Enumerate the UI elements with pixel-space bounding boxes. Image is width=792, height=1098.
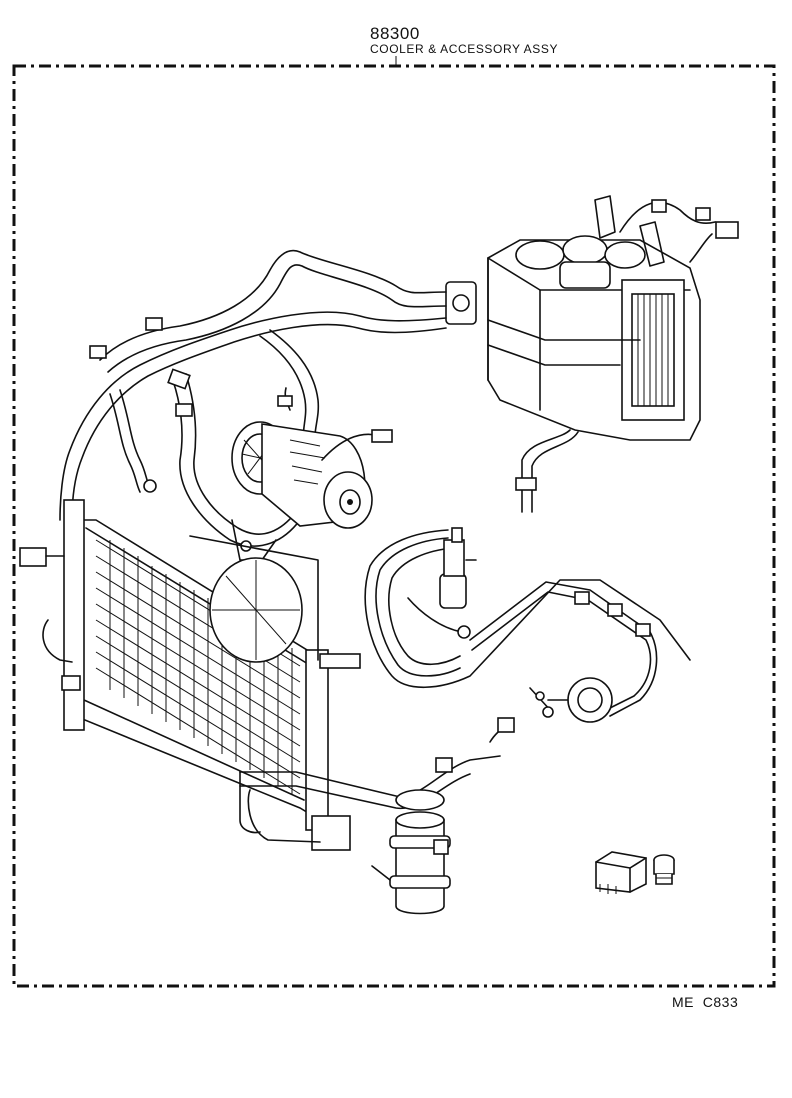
hose-clip-icon: [574, 591, 590, 605]
drier-bracket-icon: [389, 875, 451, 889]
condenser-header-tank-icon: [63, 499, 85, 731]
sight-glass-icon: [433, 839, 449, 855]
condenser-core-icon: [95, 539, 301, 795]
blower-motor-icon: [515, 235, 646, 289]
drain-clamp-icon: [515, 477, 537, 491]
condenser-header-tank-icon: [305, 649, 329, 831]
pressure-sensor-icon: [19, 547, 47, 567]
connector-icon: [715, 221, 739, 239]
condenser: [19, 499, 361, 851]
hose-fitting-icon: [167, 368, 191, 390]
relay: [595, 851, 647, 894]
connector-icon: [651, 199, 667, 213]
evaporator-grille-icon: [621, 279, 685, 421]
vacuum-actuator: [529, 677, 613, 723]
assembly-border: [12, 64, 776, 988]
compressor-connector-icon: [371, 429, 393, 443]
part-number: 88300: [370, 24, 420, 43]
liquid-lines: [239, 717, 515, 843]
bracket-icon: [61, 675, 81, 691]
connector-icon: [277, 395, 293, 407]
pipe-fitting-icon: [435, 757, 453, 773]
pressure-switch-fitting-icon: [497, 717, 515, 733]
hose-clip-icon: [635, 623, 651, 637]
vacuum-hoses: [364, 529, 691, 717]
pipe-clamp-icon: [145, 317, 163, 331]
compressor: [231, 387, 393, 561]
connector-icon: [695, 207, 711, 221]
hose-fitting-icon: [175, 403, 193, 417]
hose-clip-icon: [607, 603, 623, 617]
refrigerant-hoses: [59, 249, 447, 547]
assembly-title: COOLER & ACCESSORY ASSY: [370, 42, 559, 56]
fan-shroud-icon: [189, 535, 319, 663]
bracket-icon: [319, 653, 361, 669]
drawing-code: ME C833: [672, 994, 739, 1010]
pressure-switch: [653, 854, 675, 885]
cooling-unit: [445, 195, 739, 513]
pipe-clamp-icon: [89, 345, 107, 359]
pipe-fitting-icon: [143, 479, 157, 493]
receiver-drier: [371, 757, 453, 915]
vacuum-switching-valve: [439, 527, 477, 609]
hose-joint-icon: [457, 625, 471, 639]
bracket-icon: [311, 815, 351, 851]
